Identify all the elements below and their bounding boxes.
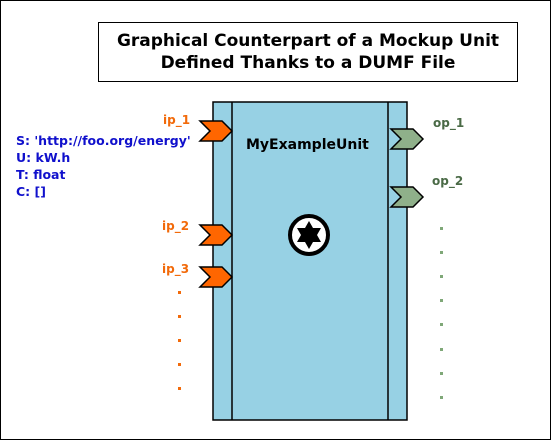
metadata-unit: U: kW.h <box>16 150 71 165</box>
diagram-title-box: Graphical Counterpart of a Mockup Unit D… <box>98 22 518 82</box>
output-port-op-2[interactable] <box>389 186 425 208</box>
metadata-type: T: float <box>16 167 66 182</box>
input-port-ip-2[interactable] <box>198 224 234 246</box>
unit-name-label: MyExampleUnit <box>246 137 369 153</box>
gear-icon <box>288 214 330 256</box>
input-label-ip-1: ip_1 <box>163 113 191 127</box>
diagram-title-line1: Graphical Counterpart of a Mockup Unit <box>116 31 500 51</box>
input-port-ip-3[interactable] <box>198 266 234 288</box>
output-ellipsis-dots <box>440 227 443 399</box>
metadata-semantics: S: 'http://foo.org/energy' <box>16 133 191 148</box>
diagram-title-line2: Defined Thanks to a DUMF File <box>160 53 456 73</box>
input-label-ip-3: ip_3 <box>162 262 190 276</box>
metadata-constraints: C: [] <box>16 184 46 199</box>
input-ellipsis-dots <box>178 291 181 390</box>
output-port-op-1[interactable] <box>389 128 425 150</box>
input-port-ip-1[interactable] <box>198 120 234 142</box>
output-label-op-1: op_1 <box>433 116 465 130</box>
unit-block[interactable] <box>212 101 408 421</box>
input-label-ip-2: ip_2 <box>162 219 190 233</box>
output-label-op-2: op_2 <box>432 174 464 188</box>
